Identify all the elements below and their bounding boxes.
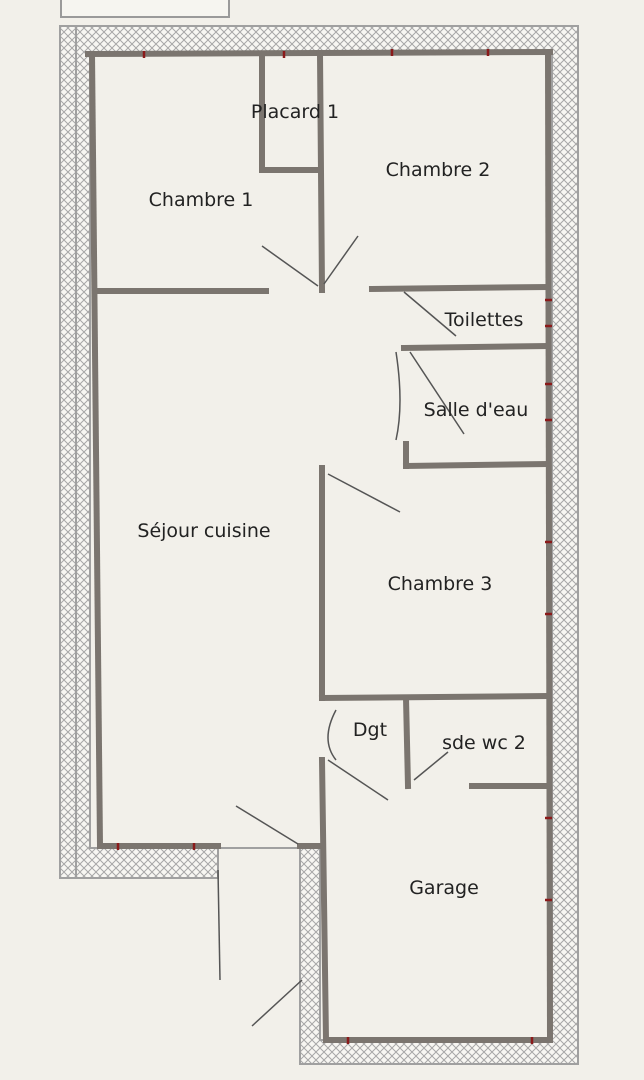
wall-left xyxy=(88,50,104,850)
label-placard-1: Placard 1 xyxy=(250,101,340,123)
door-ch2 xyxy=(323,235,359,285)
line-exterior xyxy=(217,869,221,981)
wall-garage-left xyxy=(318,756,330,1044)
door-entry xyxy=(235,805,299,845)
walls xyxy=(84,48,554,1044)
label-garage: Garage xyxy=(409,877,479,899)
door-swings xyxy=(217,235,465,1027)
door-toilettes xyxy=(403,291,457,337)
wall-right xyxy=(544,50,554,1044)
wall-ch3-bottom xyxy=(318,692,550,702)
label-toilettes: Toilettes xyxy=(444,309,524,331)
label-chambre-3: Chambre 3 xyxy=(387,573,493,595)
wall-ch2-bottom xyxy=(368,283,550,293)
markers xyxy=(116,49,552,1044)
door-salle xyxy=(409,351,465,435)
wall-toilettes-bottom xyxy=(400,342,550,352)
door-ch1 xyxy=(261,245,319,287)
label-sejour-cuisine: Séjour cuisine xyxy=(137,520,271,542)
label-chambre-2: Chambre 2 xyxy=(385,159,491,181)
label-sde-wc-2: sde wc 2 xyxy=(442,732,526,754)
outer-wall-left-strip xyxy=(59,25,77,879)
label-chambre-1: Chambre 1 xyxy=(148,189,254,211)
label-dgt: Dgt xyxy=(352,719,388,741)
door-sdewc xyxy=(413,751,449,781)
wall-salle-bottom xyxy=(402,460,550,470)
door-arc-salle xyxy=(395,351,401,441)
door-arc-dgt xyxy=(327,709,337,761)
door-ch3 xyxy=(327,473,401,513)
wall-dgt-sdewc xyxy=(402,694,412,790)
label-salle-d-eau: Salle d'eau xyxy=(423,399,529,421)
door-garage-exterior xyxy=(251,979,303,1027)
top-label-box xyxy=(60,0,230,18)
door-garage-inner xyxy=(327,759,389,801)
